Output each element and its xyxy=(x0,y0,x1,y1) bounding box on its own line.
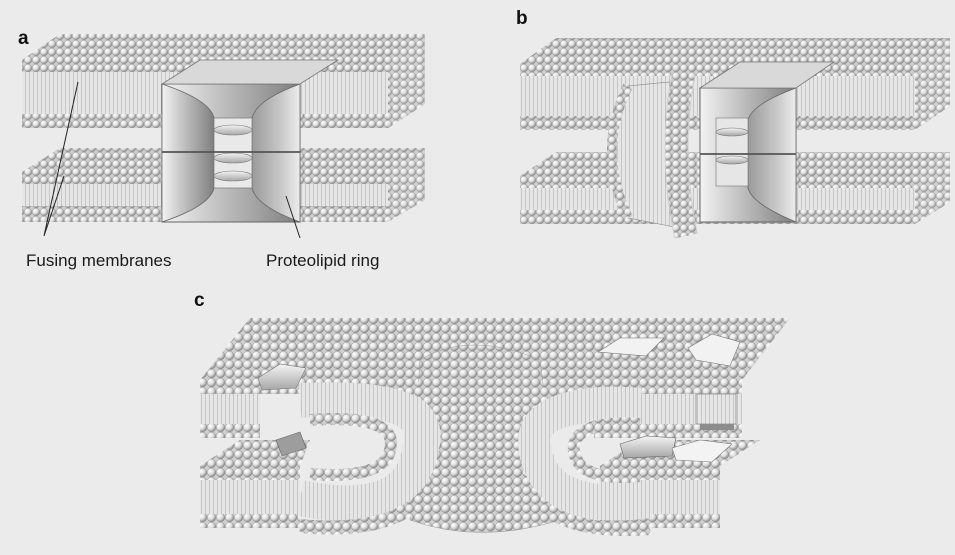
panel-b xyxy=(520,38,950,236)
panel-label-a: a xyxy=(18,28,29,49)
panel-label-b: b xyxy=(516,8,528,29)
panel-a xyxy=(22,34,425,238)
panel-c xyxy=(200,318,790,533)
proteolipid-ring-label: Proteolipid ring xyxy=(266,251,379,270)
panel-b-lipid-stalk xyxy=(612,72,690,236)
panel-c-left-torus xyxy=(300,375,449,527)
panel-label-c: c xyxy=(194,290,205,311)
fusing-membranes-label: Fusing membranes xyxy=(26,251,172,270)
